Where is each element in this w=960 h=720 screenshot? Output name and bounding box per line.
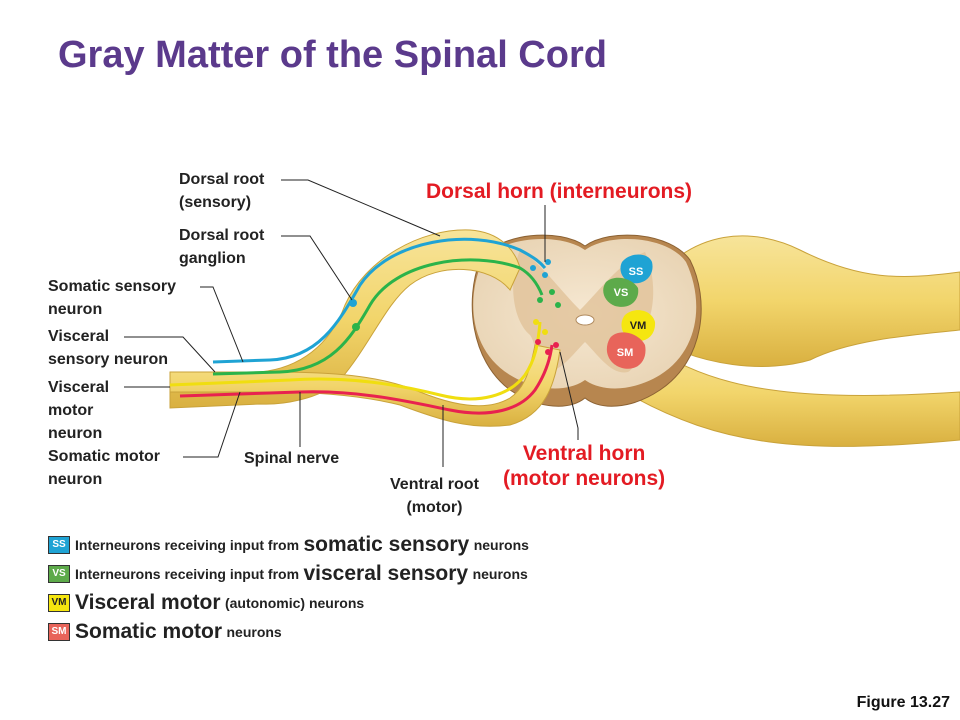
legend-vm-post: (autonomic) neurons [224, 594, 365, 611]
label-ventral-horn-line1: Ventral horn [522, 442, 646, 465]
visceral-motor-neuron-path [169, 319, 548, 401]
legend: SS Interneurons receiving input from som… [48, 530, 529, 646]
label-vmn-line3: neuron [48, 425, 103, 442]
label-smn-line2: neuron [48, 471, 103, 488]
visceral-sensory-neuron-path [212, 258, 561, 376]
legend-ss-post: neurons [473, 536, 529, 553]
label-visceral-motor-neuron: Visceral motor neuron [48, 376, 109, 445]
legend-vs-pre: Interneurons receiving input from [75, 565, 300, 582]
legend-item-ss: SS Interneurons receiving input from som… [48, 530, 529, 559]
label-ventral-root-line1: Ventral root [390, 476, 479, 493]
label-ganglion-line2: ganglion [179, 250, 246, 267]
label-ssn-line1: Somatic sensory [48, 278, 177, 295]
label-visceral-sensory-neuron: Visceral sensory neuron [48, 325, 168, 371]
label-ventral-horn: Ventral horn (motor neurons) [503, 441, 665, 491]
figure-number: Figure 13.27 [856, 694, 950, 711]
ss-region-label: SS [629, 266, 644, 278]
label-dorsal-root-line1: Dorsal root [179, 171, 265, 188]
legend-item-sm: SM Somatic motor neurons [48, 617, 529, 646]
legend-vm-big: Visceral motor [75, 590, 221, 614]
legend-vs-post: neurons [472, 565, 528, 582]
label-dorsal-root-line2: (sensory) [179, 194, 252, 211]
label-ventral-horn-line2: (motor neurons) [503, 467, 666, 490]
label-dorsal-horn: Dorsal horn (interneurons) [426, 180, 693, 203]
legend-sm-big: Somatic motor [75, 619, 223, 643]
label-somatic-sensory-neuron: Somatic sensory neuron [48, 275, 176, 321]
sm-region-label: SM [617, 347, 634, 359]
sm-region: SM [606, 332, 646, 369]
vm-region: VM [621, 310, 656, 342]
legend-badge-vm: VM [48, 593, 70, 612]
legend-badge-ss: SS [48, 535, 70, 554]
label-spinal-nerve: Spinal nerve [244, 450, 340, 467]
label-vsn-line1: Visceral [48, 328, 110, 345]
label-ganglion-line1: Dorsal root [179, 227, 265, 244]
label-dorsal-root-ganglion: Dorsal root ganglion [179, 224, 264, 270]
legend-item-vm: VM Visceral motor (autonomic) neurons [48, 588, 529, 617]
somatic-sensory-neuron-path [212, 237, 551, 364]
right-spinal-nerve [629, 235, 960, 447]
legend-badge-sm: SM [48, 622, 70, 641]
legend-badge-vs: VS [48, 564, 70, 583]
legend-vs-big: visceral sensory [303, 561, 469, 585]
label-dorsal-root: Dorsal root (sensory) [179, 168, 264, 214]
vs-region-label: VS [614, 287, 629, 299]
page-title: Gray Matter of the Spinal Cord [58, 34, 607, 76]
vm-region-label: VM [630, 320, 647, 332]
somatic-motor-neuron-path [179, 339, 559, 415]
ss-region: SS [620, 254, 653, 284]
label-ssn-line2: neuron [48, 301, 103, 318]
label-vmn-line2: motor [48, 402, 94, 419]
label-smn-line1: Somatic motor [48, 448, 161, 465]
label-vsn-line2: sensory neuron [48, 351, 169, 368]
legend-ss-big: somatic sensory [303, 532, 470, 556]
label-ventral-root: Ventral root (motor) [390, 473, 479, 519]
vs-region: VS [603, 277, 639, 307]
legend-sm-post: neurons [226, 623, 282, 640]
legend-ss-pre: Interneurons receiving input from [75, 536, 300, 553]
label-vmn-line1: Visceral [48, 379, 110, 396]
legend-item-vs: VS Interneurons receiving input from vis… [48, 559, 529, 588]
label-ventral-root-line2: (motor) [406, 499, 463, 516]
leader-lines [124, 179, 579, 467]
label-somatic-motor-neuron: Somatic motor neuron [48, 445, 160, 491]
